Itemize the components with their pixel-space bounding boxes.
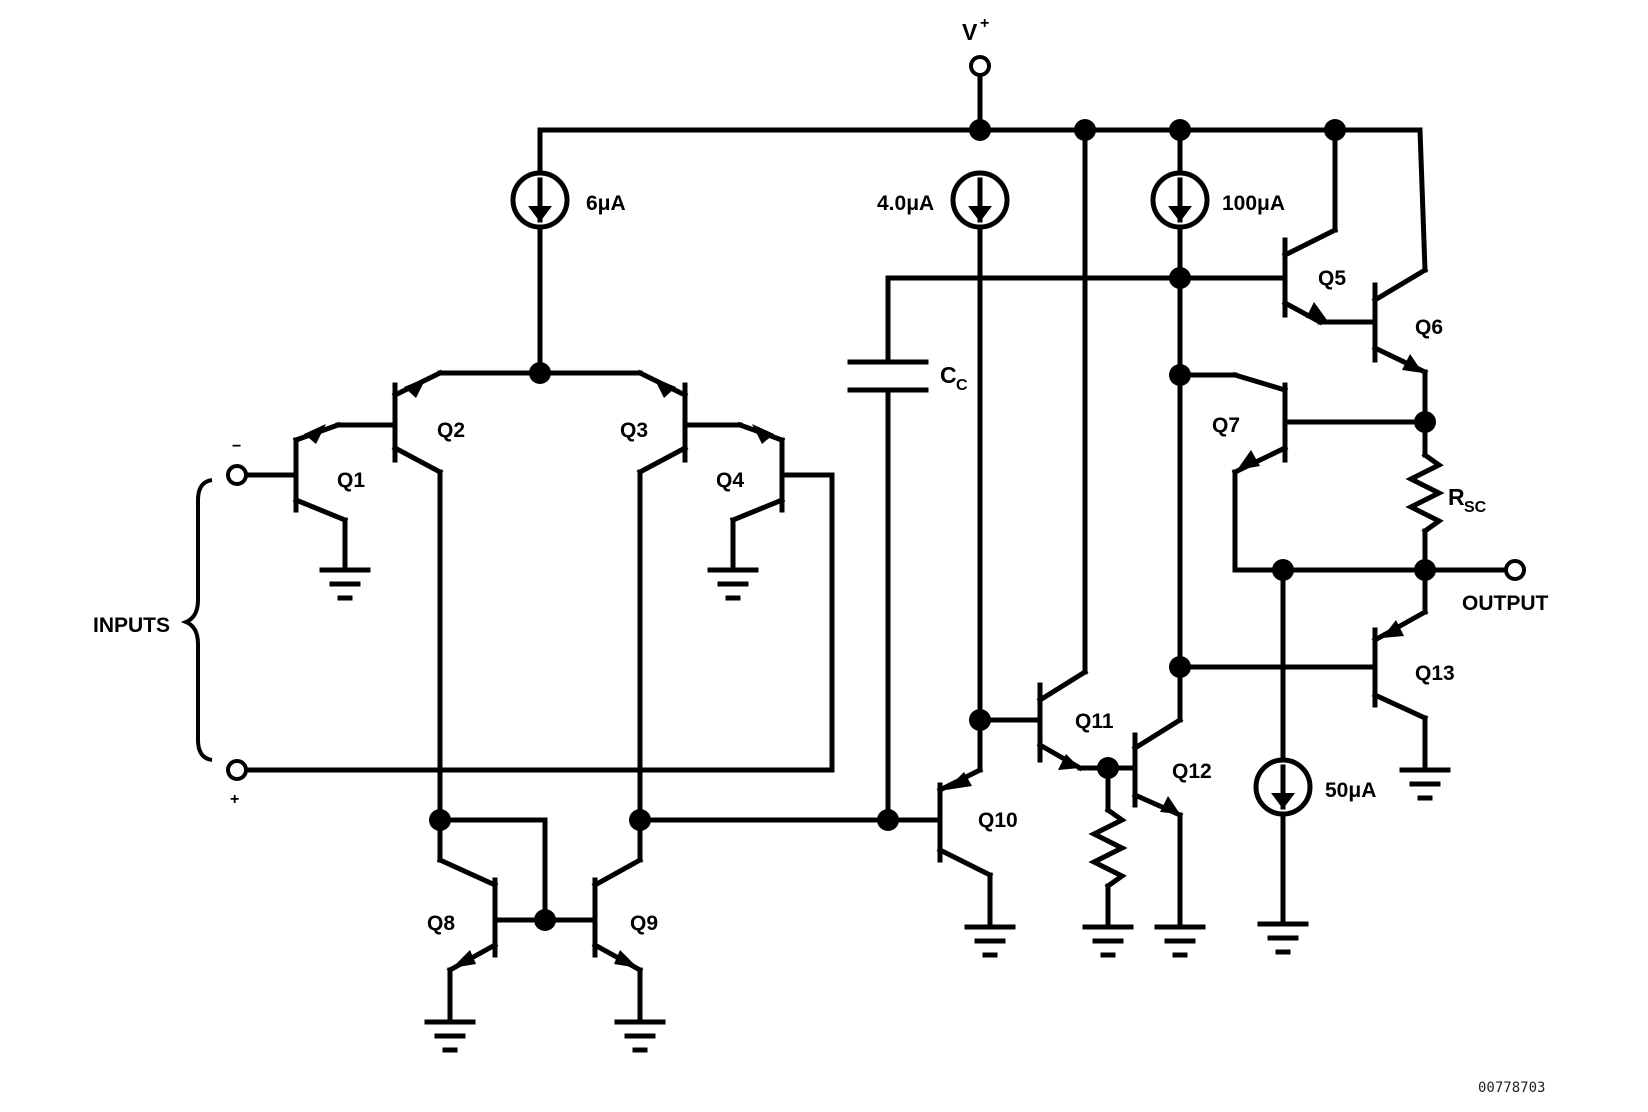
- q5-label: Q5: [1318, 267, 1346, 290]
- input-stage-arrows: [304, 378, 774, 444]
- current-source-6ua: [510, 170, 570, 376]
- q10-label: Q10: [978, 809, 1018, 832]
- ground-symbol: [1082, 924, 1134, 958]
- q13-label: Q13: [1415, 662, 1455, 685]
- q12-label: Q12: [1172, 760, 1212, 783]
- ground-symbol: [614, 1019, 666, 1053]
- current-mirror-arrows: [452, 950, 638, 968]
- noninverting-input-sign: +: [230, 791, 239, 808]
- second-stage-arrows: [946, 754, 1180, 814]
- q4-label: Q4: [716, 469, 744, 492]
- output-label: OUTPUT: [1462, 592, 1549, 615]
- output-stage-wires: [1177, 127, 1510, 925]
- q6-label: Q6: [1415, 316, 1443, 339]
- output-stage-arrows: [1237, 302, 1423, 638]
- resistor-subscript: SC: [1464, 499, 1487, 516]
- inputs-brace: [180, 478, 213, 762]
- supply-label: V: [962, 19, 978, 45]
- noninverting-input-terminal: [226, 759, 248, 781]
- q3-label: Q3: [620, 419, 648, 442]
- q8-label: Q8: [427, 912, 455, 935]
- current-source-6ua-label: 6μA: [586, 192, 626, 215]
- current-source-50ua: [1253, 757, 1313, 817]
- figure-code: 00778703: [1478, 1080, 1545, 1096]
- ground-symbol: [424, 1019, 476, 1053]
- current-source-100ua-label: 100μA: [1222, 192, 1285, 215]
- compensation-capacitor: [847, 275, 1183, 823]
- ground-symbol: [707, 567, 759, 601]
- ground-symbols: [319, 567, 1451, 1053]
- ground-symbol: [1257, 921, 1309, 955]
- second-stage-wires: [885, 127, 1184, 928]
- ground-symbol: [1154, 924, 1206, 958]
- ground-symbol: [319, 567, 371, 601]
- ground-symbol: [1399, 767, 1451, 801]
- supply-terminal: [969, 55, 991, 77]
- current-source-4ua: [950, 170, 1010, 723]
- resistor-label: R: [1448, 484, 1465, 510]
- output-terminal: [1504, 559, 1526, 581]
- input-stage-wires: [242, 369, 835, 818]
- current-source-100ua: [1150, 127, 1210, 281]
- capacitor-label: C: [940, 362, 957, 388]
- current-source-50ua-label: 50μA: [1325, 779, 1376, 802]
- junction-dots: [429, 119, 1436, 931]
- current-mirror-wires: [436, 817, 891, 1023]
- ground-symbol: [964, 924, 1016, 958]
- inputs-label: INPUTS: [93, 614, 170, 637]
- capacitor-subscript: C: [956, 377, 968, 394]
- current-source-4ua-label: 4.0μA: [877, 192, 934, 215]
- supply-superscript: +: [980, 15, 989, 32]
- q2-label: Q2: [437, 419, 465, 442]
- q9-label: Q9: [630, 912, 658, 935]
- inverting-input-sign: −: [232, 438, 241, 455]
- q7-label: Q7: [1212, 414, 1240, 437]
- inverting-input-terminal: [226, 464, 248, 486]
- q11-label: Q11: [1075, 710, 1114, 733]
- q1-label: Q1: [337, 469, 365, 492]
